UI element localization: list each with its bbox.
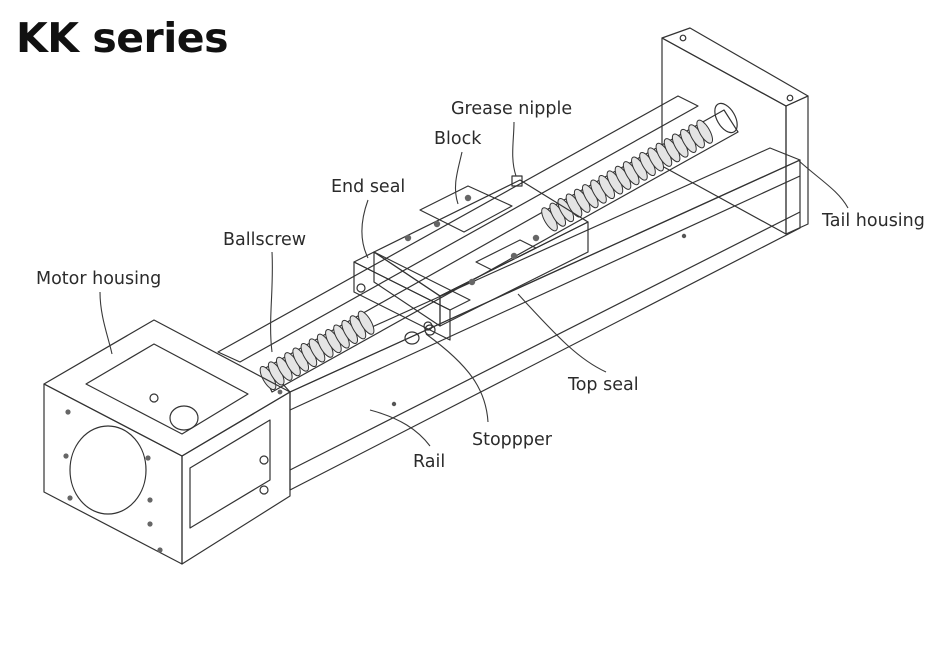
label-ballscrew: Ballscrew	[223, 230, 306, 250]
stopper	[404, 324, 436, 345]
label-block: Block	[434, 129, 482, 149]
label-grease-nipple: Grease nipple	[451, 99, 572, 119]
label-top-seal: Top seal	[567, 375, 639, 395]
ballscrew	[259, 102, 739, 393]
motor-housing	[43, 319, 291, 565]
block	[353, 175, 589, 341]
label-end-seal: End seal	[331, 177, 405, 197]
leader-lines	[99, 121, 849, 447]
ballscrew-thread	[357, 310, 375, 335]
label-rail: Rail	[413, 452, 445, 472]
tail-housing	[661, 27, 809, 235]
label-stopper: Stoppper	[472, 430, 553, 450]
ballscrew-thread	[696, 119, 714, 144]
label-tail-housing: Tail housing	[821, 211, 925, 231]
page-title: KK series	[16, 14, 229, 62]
rail-body	[217, 95, 801, 491]
label-motor-housing: Motor housing	[36, 269, 161, 289]
